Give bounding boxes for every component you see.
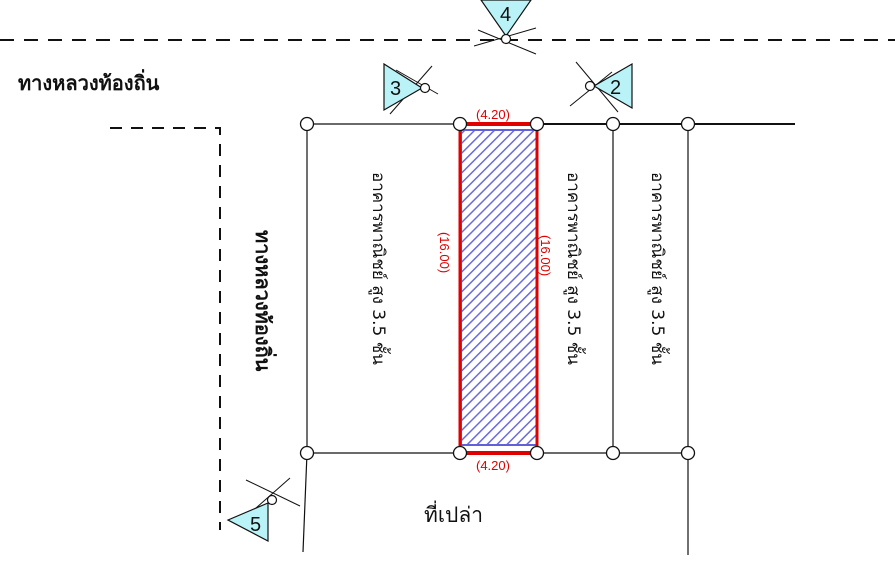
survey-point — [605, 116, 621, 132]
survey-point — [680, 116, 696, 132]
view-marker-3-number: 3 — [390, 78, 401, 100]
view-marker-2-number: 2 — [610, 77, 621, 99]
survey-point — [452, 116, 468, 132]
survey-point — [529, 116, 545, 132]
view-marker-5: 5 — [226, 477, 301, 542]
building-label-left: อาคารพาณิชย์ สูง 3.5 ชั้น — [368, 172, 391, 365]
subject-lot-hatched-area — [460, 129, 538, 446]
survey-point — [452, 445, 468, 461]
view-marker-4: 4 — [473, 0, 537, 55]
road-top-label: ทางหลวงท้องถิ่น — [18, 68, 160, 95]
dimension-right: (16.00) — [538, 235, 553, 276]
empty-land-label: ที่เปล่า — [424, 500, 483, 527]
view-marker-2: 2 — [569, 61, 633, 113]
view-marker-3: 3 — [383, 62, 439, 115]
road-left-dashed-line — [110, 127, 221, 530]
view-marker-5-number: 5 — [250, 514, 261, 536]
survey-points — [299, 116, 696, 461]
view-marker-4-number: 4 — [500, 4, 511, 26]
survey-point — [680, 445, 696, 461]
building-label-middle: อาคารพาณิชย์ สูง 3.5 ชั้น — [563, 172, 586, 365]
dimension-left: (16.00) — [437, 232, 452, 273]
dimension-top: (4.20) — [476, 107, 510, 122]
survey-point — [529, 445, 545, 461]
survey-point — [605, 445, 621, 461]
survey-point — [299, 116, 315, 132]
dimension-bottom: (4.20) — [476, 458, 510, 473]
building-label-right: อาคารพาณิชย์ สูง 3.5 ชั้น — [647, 172, 670, 365]
survey-point — [299, 445, 315, 461]
road-left-label: ทางหลวงท้องถิ่น — [251, 230, 278, 372]
